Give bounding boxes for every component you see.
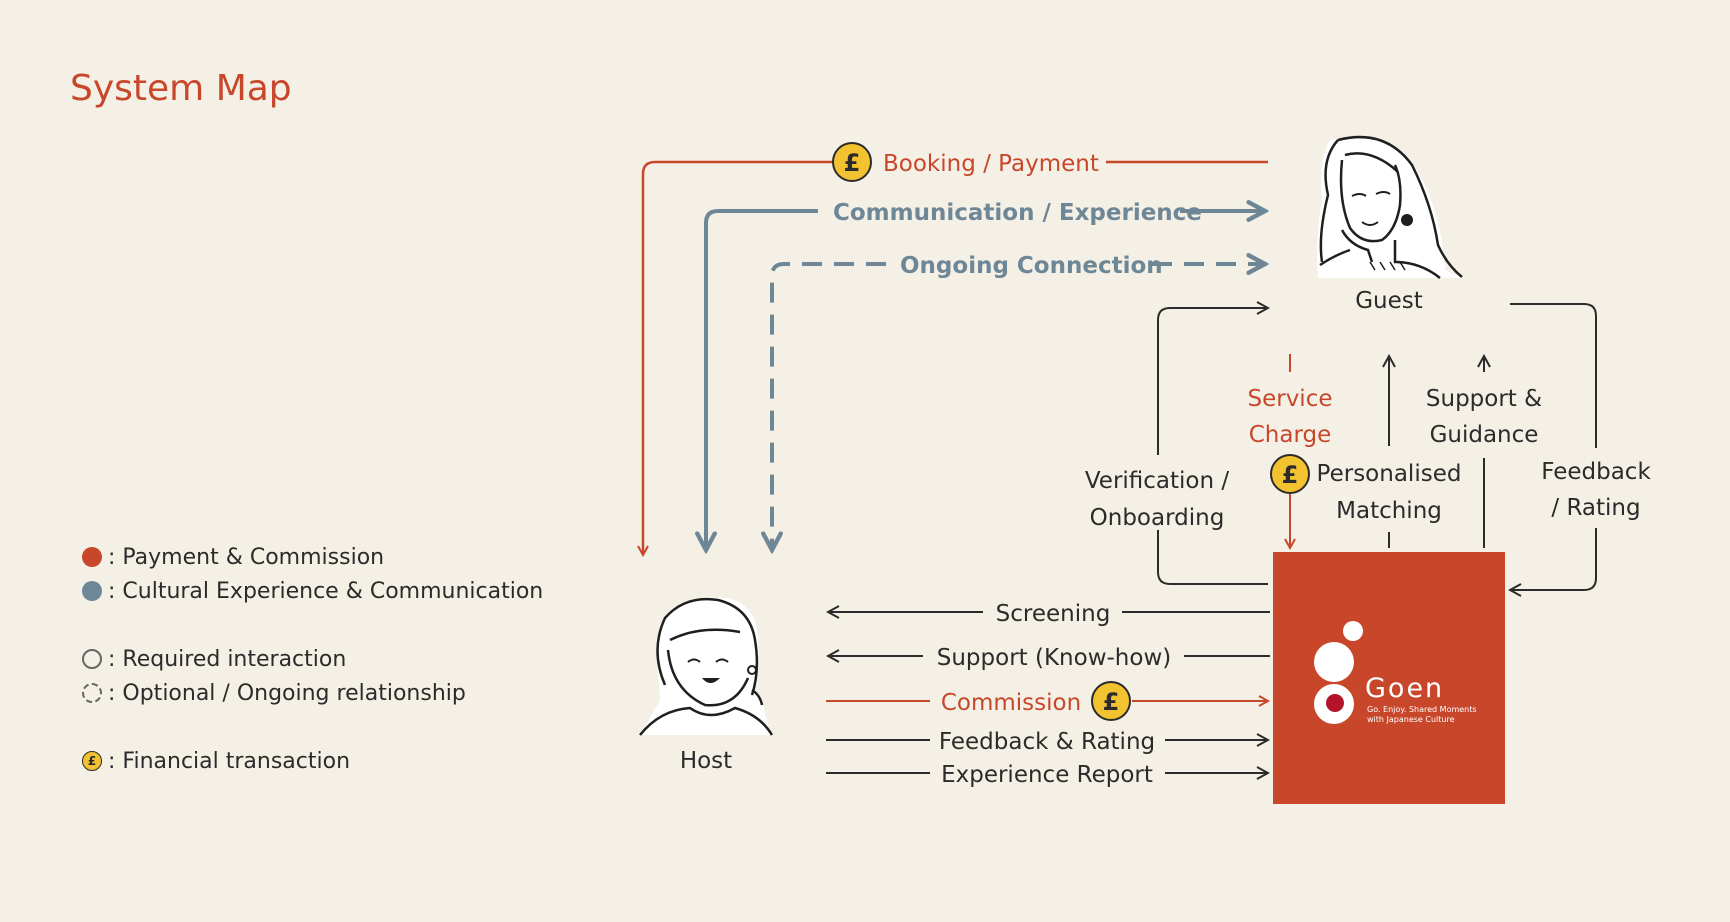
flow-personalised-matching: Personalised Matching: [1317, 356, 1462, 548]
flow-label-support-2: Guidance: [1430, 422, 1539, 448]
legend-item-cultural: : Cultural Experience & Communication: [82, 574, 543, 608]
flow-label-commission: Commission: [941, 690, 1081, 716]
flow-label-feedback-2: / Rating: [1551, 495, 1640, 521]
flow-support-guidance: Support & Guidance: [1426, 356, 1542, 548]
host-avatar-illustration: [639, 597, 774, 736]
svg-text:£: £: [844, 149, 861, 177]
blue-dot-icon: [82, 581, 102, 601]
flow-label-feedback-1: Feedback: [1541, 459, 1651, 485]
legend-label-financial: : Financial transaction: [108, 748, 351, 774]
goen-tagline-1: Go. Enjoy. Shared Moments: [1367, 705, 1477, 714]
goen-logo-text: Goen: [1365, 673, 1444, 704]
flow-label-support-1: Support &: [1426, 386, 1542, 412]
legend-item-payment: : Payment & Commission: [82, 540, 543, 574]
dashed-circle-icon: [82, 683, 102, 703]
red-dot-icon: [82, 547, 102, 567]
svg-text:£: £: [1103, 688, 1120, 716]
solid-circle-icon: [82, 649, 102, 669]
flow-label-feedback-rating: Feedback & Rating: [939, 729, 1155, 755]
flow-label-matching-1: Personalised: [1317, 461, 1462, 487]
host-label: Host: [680, 748, 732, 774]
flow-label-verification-2: Onboarding: [1090, 505, 1225, 531]
flow-label-ongoing: Ongoing Connection: [900, 253, 1163, 279]
coin-icon: £: [832, 142, 872, 182]
svg-text:£: £: [1282, 461, 1299, 489]
legend-label-optional: : Optional / Ongoing relationship: [108, 680, 466, 706]
flow-feedback-rating-right: Feedback / Rating: [1510, 303, 1651, 590]
flow-label-experience-report: Experience Report: [941, 762, 1153, 788]
flow-label-support-knowhow: Support (Know-how): [937, 645, 1171, 671]
flow-label-booking: Booking / Payment: [883, 151, 1099, 177]
flow-label-verification-1: Verification /: [1085, 468, 1230, 494]
flow-screening: Screening: [828, 601, 1270, 627]
legend-item-optional: : Optional / Ongoing relationship: [82, 676, 543, 710]
flow-support-knowhow: Support (Know-how): [828, 645, 1270, 671]
legend-item-required: : Required interaction: [82, 642, 543, 676]
flow-label-matching-2: Matching: [1336, 498, 1442, 524]
flow-feedback-rating-bottom: Feedback & Rating: [826, 729, 1268, 755]
flow-booking-payment: £ Booking / Payment: [643, 142, 1268, 555]
page-title: System Map: [70, 68, 292, 109]
legend-label-payment: : Payment & Commission: [108, 544, 385, 570]
legend: : Payment & Commission : Cultural Experi…: [82, 540, 543, 778]
legend-label-required: : Required interaction: [108, 646, 347, 672]
coin-icon: £: [1091, 681, 1131, 721]
goen-platform-box: Goen Go. Enjoy. Shared Moments with Japa…: [1273, 552, 1505, 804]
flow-communication-experience: Communication / Experience: [706, 200, 1265, 550]
flow-experience-report: Experience Report: [826, 762, 1268, 788]
flow-ongoing-connection: Ongoing Connection: [772, 253, 1265, 550]
legend-item-financial: £ : Financial transaction: [82, 744, 543, 778]
coin-icon: £: [1270, 454, 1310, 494]
flow-label-communication: Communication / Experience: [833, 200, 1202, 226]
flow-label-screening: Screening: [996, 601, 1111, 627]
flow-commission: Commission £: [826, 681, 1268, 721]
legend-label-cultural: : Cultural Experience & Communication: [108, 578, 544, 604]
flow-verification-onboarding: Verification / Onboarding: [1085, 308, 1268, 585]
flow-service-charge: Service Charge £: [1247, 354, 1333, 548]
guest-avatar-illustration: [1317, 135, 1463, 279]
guest-label: Guest: [1355, 288, 1423, 314]
flow-label-service-2: Charge: [1249, 422, 1332, 448]
goen-tagline-2: with Japanese Culture: [1367, 715, 1455, 724]
coin-icon: £: [82, 751, 102, 771]
flow-label-service-1: Service: [1247, 386, 1332, 412]
